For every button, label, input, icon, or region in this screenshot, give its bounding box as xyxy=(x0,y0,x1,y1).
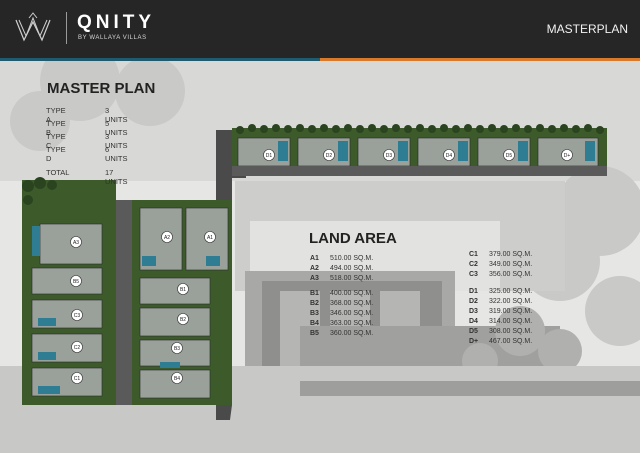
unit-code: B1 xyxy=(310,290,319,297)
unit-area: 319.00 SQ.M. xyxy=(489,308,533,315)
section-label: MASTERPLAN xyxy=(546,22,628,36)
brand-name: QNITY xyxy=(77,12,156,33)
unit-area: 360.00 SQ.M. xyxy=(330,330,374,337)
svg-text:B1: B1 xyxy=(180,287,186,293)
svg-text:C1: C1 xyxy=(74,376,81,382)
unit-marker: D4 xyxy=(443,149,455,161)
accent-stripe-orange xyxy=(320,58,640,61)
svg-text:D1: D1 xyxy=(266,153,273,159)
svg-text:B2: B2 xyxy=(180,317,186,323)
unit-code: A1 xyxy=(310,255,319,262)
unit-code: B2 xyxy=(310,300,319,307)
unit-marker: C2 xyxy=(71,341,83,353)
unit-area: 467.00 SQ.M. xyxy=(489,338,533,345)
unit-area: 322.00 SQ.M. xyxy=(489,298,533,305)
unit-marker: B1 xyxy=(177,283,189,295)
unit-marker: C1 xyxy=(71,372,83,384)
total-label: TOTAL xyxy=(46,168,70,177)
svg-text:D2: D2 xyxy=(326,153,333,159)
unit-code: D4 xyxy=(469,318,478,325)
unit-area: 510.00 SQ.M. xyxy=(330,255,374,262)
unit-code: C1 xyxy=(469,251,478,258)
unit-marker: D+ xyxy=(561,149,573,161)
svg-text:C2: C2 xyxy=(74,345,81,351)
unit-area: 356.00 SQ.M. xyxy=(489,271,533,278)
unit-area: 308.00 SQ.M. xyxy=(489,328,533,335)
unit-marker: A1 xyxy=(204,231,216,243)
unit-count: 3 UNITS xyxy=(105,106,128,124)
svg-text:A3: A3 xyxy=(73,240,79,246)
svg-text:C3: C3 xyxy=(74,313,81,319)
svg-text:D+: D+ xyxy=(564,153,571,159)
internal-road xyxy=(116,200,132,405)
land-area-title: LAND AREA xyxy=(309,230,397,247)
svg-text:B5: B5 xyxy=(73,279,79,285)
unit-area: 346.00 SQ.M. xyxy=(330,310,374,317)
unit-type: TYPE D xyxy=(46,145,66,163)
unit-marker: D3 xyxy=(383,149,395,161)
svg-text:B4: B4 xyxy=(174,376,180,382)
unit-marker: D2 xyxy=(323,149,335,161)
unit-marker: C3 xyxy=(71,309,83,321)
unit-code: D3 xyxy=(469,308,478,315)
unit-code: A2 xyxy=(310,265,319,272)
unit-code: B5 xyxy=(310,330,319,337)
unit-code: C2 xyxy=(469,261,478,268)
unit-area: 363.00 SQ.M. xyxy=(330,320,374,327)
unit-marker: B2 xyxy=(177,313,189,325)
master-plan-title: MASTER PLAN xyxy=(47,80,156,97)
unit-area: 494.00 SQ.M. xyxy=(330,265,374,272)
unit-count: 3 UNITS xyxy=(105,132,128,150)
unit-area: 379.00 SQ.M. xyxy=(489,251,533,258)
unit-count: 5 UNITS xyxy=(105,119,128,137)
svg-text:B3: B3 xyxy=(174,346,180,352)
svg-text:A2: A2 xyxy=(164,235,170,241)
unit-area: 518.00 SQ.M. xyxy=(330,275,374,282)
unit-marker: D1 xyxy=(263,149,275,161)
unit-code: B3 xyxy=(310,310,319,317)
unit-code: D1 xyxy=(469,288,478,295)
svg-text:D3: D3 xyxy=(386,153,393,159)
unit-area: 325.00 SQ.M. xyxy=(489,288,533,295)
unit-marker: A2 xyxy=(161,231,173,243)
top-header: QNITY BY WALLAYA VILLAS MASTERPLAN xyxy=(0,0,640,58)
unit-code: D+ xyxy=(469,338,479,345)
unit-marker: B5 xyxy=(70,275,82,287)
unit-code: B4 xyxy=(310,320,319,327)
logo-divider xyxy=(66,12,67,44)
unit-code: D2 xyxy=(469,298,478,305)
unit-code: C3 xyxy=(469,271,478,278)
svg-text:D5: D5 xyxy=(506,153,513,159)
unit-marker: D5 xyxy=(503,149,515,161)
unit-type: TYPE A xyxy=(46,106,66,124)
svg-text:D4: D4 xyxy=(446,153,453,159)
total-count: 17 UNITS xyxy=(105,168,128,186)
unit-area: 368.00 SQ.M. xyxy=(330,300,374,307)
land-area-column-a-b: A1 510.00 SQ.M. A2 494.00 SQ.M. A3 518.00 SQ.… xyxy=(310,255,430,345)
land-area-column-c-d: C1 379.00 SQ.M. C2 349.00 SQ.M. C3 356.00 SQ.… xyxy=(469,251,589,351)
svg-text:A1: A1 xyxy=(207,235,213,241)
accent-stripe-blue xyxy=(0,58,320,61)
unit-marker: A3 xyxy=(70,236,82,248)
brand-subtitle: BY WALLAYA VILLAS xyxy=(78,35,147,41)
unit-code: A3 xyxy=(310,275,319,282)
unit-type: TYPE C xyxy=(46,132,66,150)
wallaya-logo-icon xyxy=(15,12,51,42)
unit-code: D5 xyxy=(469,328,478,335)
unit-count: 6 UNITS xyxy=(105,145,128,163)
unit-area: 314.00 SQ.M. xyxy=(489,318,533,325)
unit-area: 400.00 SQ.M. xyxy=(330,290,374,297)
unit-marker: B3 xyxy=(171,342,183,354)
unit-marker: B4 xyxy=(171,372,183,384)
unit-type: TYPE B xyxy=(46,119,66,137)
unit-area: 349.00 SQ.M. xyxy=(489,261,533,268)
